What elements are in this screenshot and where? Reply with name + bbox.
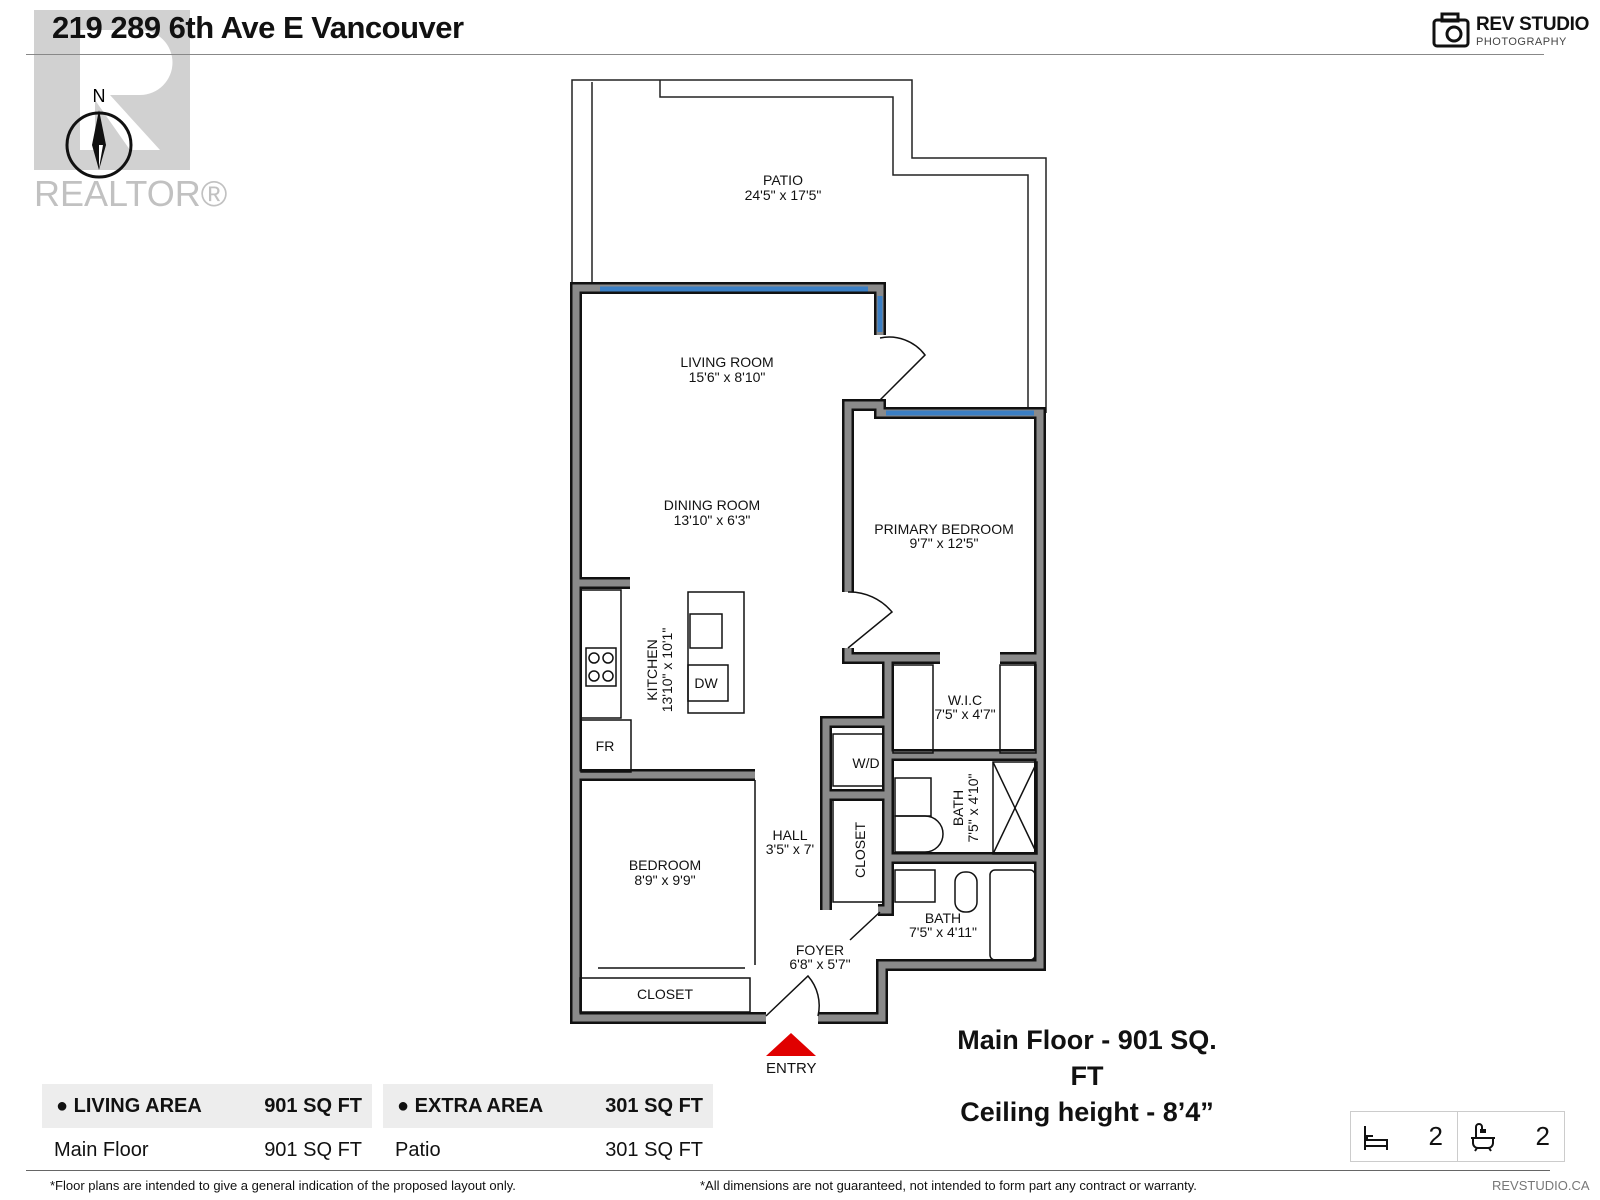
- realtor-watermark: REALTOR®: [34, 10, 227, 214]
- footer-website: REVSTUDIO.CA: [1492, 1178, 1590, 1193]
- divider: [26, 54, 1544, 55]
- brand-name: REV STUDIO: [1476, 14, 1590, 35]
- room-size: 9'7" x 12'5": [910, 535, 979, 551]
- footer-disclaimer-left: *Floor plans are intended to give a gene…: [50, 1178, 516, 1193]
- room-name: LIVING ROOM: [680, 354, 773, 370]
- room-name: DINING ROOM: [664, 497, 760, 513]
- room-size: 7'5" x 4'7": [934, 706, 995, 722]
- svg-text:N: N: [93, 86, 106, 106]
- room-counts: 2 2: [1350, 1111, 1565, 1162]
- washer-dryer-label: W/D: [852, 755, 879, 771]
- room-name: BATH: [950, 790, 966, 826]
- doors: [598, 336, 926, 1017]
- dishwasher-label: DW: [694, 675, 718, 691]
- extra-area-label: EXTRA AREA: [414, 1094, 544, 1117]
- footer-disclaimer-center: *All dimensions are not guaranteed, not …: [700, 1178, 1197, 1193]
- room-size: 6'8" x 5'7": [789, 956, 850, 972]
- patio-outline: [571, 79, 1047, 413]
- room-size: 24'5" x 17'5": [745, 187, 822, 203]
- room-size: 15'6" x 8'10": [689, 369, 766, 385]
- ceiling-height: Ceiling height - 8’4”: [960, 1097, 1214, 1127]
- room-name: FOYER: [796, 942, 844, 958]
- extra-area-total: 301 SQ FT: [605, 1094, 703, 1117]
- room-name: HALL: [772, 827, 807, 843]
- windows: [600, 286, 1034, 416]
- room-name: PRIMARY BEDROOM: [874, 521, 1014, 537]
- bathroom-count: 2: [1535, 1121, 1550, 1151]
- room-size: 13'10" x 10'1": [659, 628, 675, 713]
- room-size: 7'5" x 4'10": [965, 773, 981, 842]
- north-compass-icon: N: [65, 86, 133, 179]
- entry-label: ENTRY: [766, 1060, 817, 1077]
- bedroom-count: 2: [1428, 1121, 1443, 1151]
- svg-text:REALTOR®: REALTOR®: [34, 173, 227, 214]
- bathtub-icon: [1471, 1122, 1495, 1152]
- room-size: 13'10" x 6'3": [674, 512, 751, 528]
- room-name: KITCHEN: [644, 639, 660, 700]
- divider: [26, 1170, 1550, 1171]
- room-name: BEDROOM: [629, 857, 701, 873]
- room-name: W.I.C: [948, 692, 982, 708]
- bed-icon: [1364, 1125, 1388, 1150]
- living-area-total: 901 SQ FT: [264, 1094, 362, 1117]
- room-size: 8'9" x 9'9": [634, 872, 695, 888]
- living-area-label: LIVING AREA: [73, 1094, 202, 1117]
- fridge-label: FR: [596, 738, 615, 754]
- fixtures: [579, 589, 1038, 1013]
- room-name: BATH: [925, 910, 961, 926]
- page-title: 219 289 6th Ave E Vancouver: [52, 10, 464, 45]
- floor-area: Main Floor - 901 SQ. FT: [957, 1025, 1217, 1091]
- entry-arrow-icon: [766, 1033, 816, 1056]
- closet-label: CLOSET: [852, 822, 868, 878]
- floor-summary: Main Floor - 901 SQ. FT Ceiling height -…: [937, 1022, 1237, 1130]
- room-size: 7'5" x 4'11": [909, 924, 977, 940]
- brand-tagline: PHOTOGRAPHY: [1476, 36, 1567, 48]
- room-labels: PATIO 24'5" x 17'5" LIVING ROOM 15'6" x …: [596, 172, 1014, 1002]
- room-size: 3'5" x 7': [766, 841, 814, 857]
- closet-label: CLOSET: [637, 986, 693, 1002]
- camera-icon: [1432, 12, 1470, 48]
- brand-logo: REV STUDIO PHOTOGRAPHY: [1432, 12, 1589, 53]
- room-name: PATIO: [763, 172, 803, 188]
